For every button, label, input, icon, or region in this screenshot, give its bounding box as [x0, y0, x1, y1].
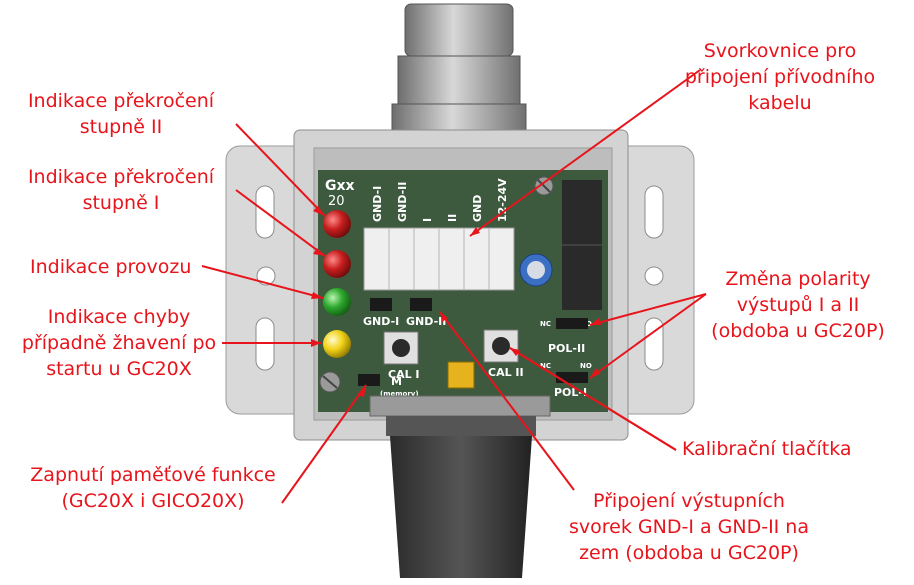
leader-polarity-1	[589, 293, 707, 379]
terminal-label-gnd1: GND-I	[371, 186, 384, 222]
jumper-pol2	[556, 318, 588, 329]
terminal-block	[363, 227, 515, 291]
bottom-connector	[369, 395, 551, 417]
arrowhead-alarm2	[313, 206, 325, 216]
pol1-no-label: NO	[580, 362, 592, 370]
jumper-pol1	[556, 372, 588, 383]
pcb-brand: Gxx	[325, 178, 355, 194]
led-power	[323, 288, 351, 316]
cable-gland	[391, 3, 527, 135]
label-memory: Zapnutí paměťové funkce (GC20X i GICO20X…	[30, 464, 276, 512]
arrowhead-power	[311, 292, 323, 299]
arrowhead-fault	[311, 339, 321, 347]
pol2-label: POL-II	[548, 342, 585, 355]
terminal-label-out2: II	[446, 214, 459, 222]
leader-ground	[439, 311, 575, 491]
led-alarm2	[323, 210, 351, 238]
label-fault: Indikace chyby případně žhavení po start…	[21, 306, 217, 380]
memory-sub-label: (memory)	[380, 390, 419, 398]
arrowhead-polarity-2	[590, 318, 601, 325]
label-ground: Připojení výstupních svorek GND-I a GND-…	[569, 490, 809, 564]
jumper-gnd1-label: GND-I	[363, 315, 399, 328]
leader-alarm2	[235, 123, 326, 217]
label-polarity: Změna polarity výstupů I a II (obdoba u …	[711, 268, 885, 342]
memory-label: M	[391, 375, 402, 388]
label-terminal: Svorkovnice pro připojení přívodního kab…	[684, 40, 876, 114]
label-power: Indikace provozu	[30, 256, 192, 278]
arrowhead-terminal	[470, 227, 480, 236]
label-calib: Kalibrační tlačítka	[682, 438, 852, 460]
cal1-button	[383, 331, 419, 365]
terminal-label-out1: I	[421, 218, 434, 222]
terminal-label-gnd: GND	[471, 195, 484, 222]
leader-calib	[509, 347, 677, 451]
arrowhead-polarity-1	[590, 368, 600, 378]
label-alarm2: Indikace překročení stupně II	[27, 90, 215, 138]
cal2-label: CAL II	[488, 366, 524, 379]
cal1-label: CAL I	[388, 368, 420, 381]
leader-alarm1	[235, 189, 326, 257]
arrowhead-memory	[357, 385, 366, 397]
jumper-memory	[358, 374, 380, 386]
leader-arrowheads	[311, 206, 601, 397]
led-alarm1	[323, 250, 351, 278]
terminal-label-gnd2: GND-II	[396, 182, 409, 222]
pol2-nc-label: NC	[540, 320, 551, 328]
sensor-cap	[390, 436, 532, 578]
pol1-nc-label: NC	[540, 362, 551, 370]
leader-terminal	[469, 69, 701, 237]
cal2-button	[483, 329, 519, 363]
jumper-gnd2	[410, 298, 432, 311]
leader-polarity-2	[589, 293, 707, 326]
pcb-model: 20	[328, 194, 345, 209]
arrowhead-ground	[440, 312, 448, 322]
leader-memory	[281, 384, 367, 504]
arrowhead-alarm1	[313, 248, 325, 256]
jumper-gnd2-label: GND-II	[406, 315, 446, 328]
jumper-gnd1	[370, 298, 392, 311]
led-fault	[323, 330, 351, 358]
cap-ring	[386, 416, 536, 436]
arrowhead-calib	[510, 348, 520, 356]
sensor-socket	[447, 361, 475, 389]
leader-power	[201, 265, 324, 299]
leader-lines	[201, 69, 707, 504]
label-alarm1: Indikace překročení stupně I	[27, 166, 215, 214]
